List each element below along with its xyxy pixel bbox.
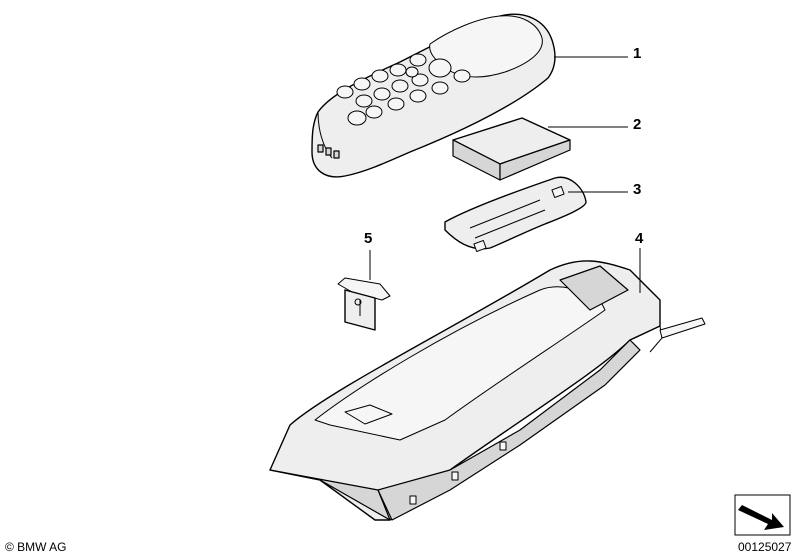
- callout-3: 3: [633, 181, 642, 198]
- part-2-battery[interactable]: [452, 117, 571, 181]
- part-5-clip[interactable]: [337, 277, 391, 331]
- callout-5: 5: [364, 230, 373, 247]
- copyright-text: © BMW AG: [5, 540, 67, 554]
- leader-lines: [369, 56, 641, 293]
- arrow-right-icon[interactable]: [734, 494, 791, 536]
- handset-connector: [317, 144, 340, 159]
- handset-keypad: [336, 53, 471, 126]
- part-3-cover[interactable]: [444, 176, 587, 252]
- diagram-number: 00125027: [738, 540, 792, 554]
- callout-2: 2: [633, 116, 642, 133]
- callout-1: 1: [633, 45, 642, 62]
- part-1-handset[interactable]: [311, 13, 556, 178]
- callout-4: 4: [635, 230, 644, 247]
- part-4-cradle[interactable]: [269, 260, 706, 521]
